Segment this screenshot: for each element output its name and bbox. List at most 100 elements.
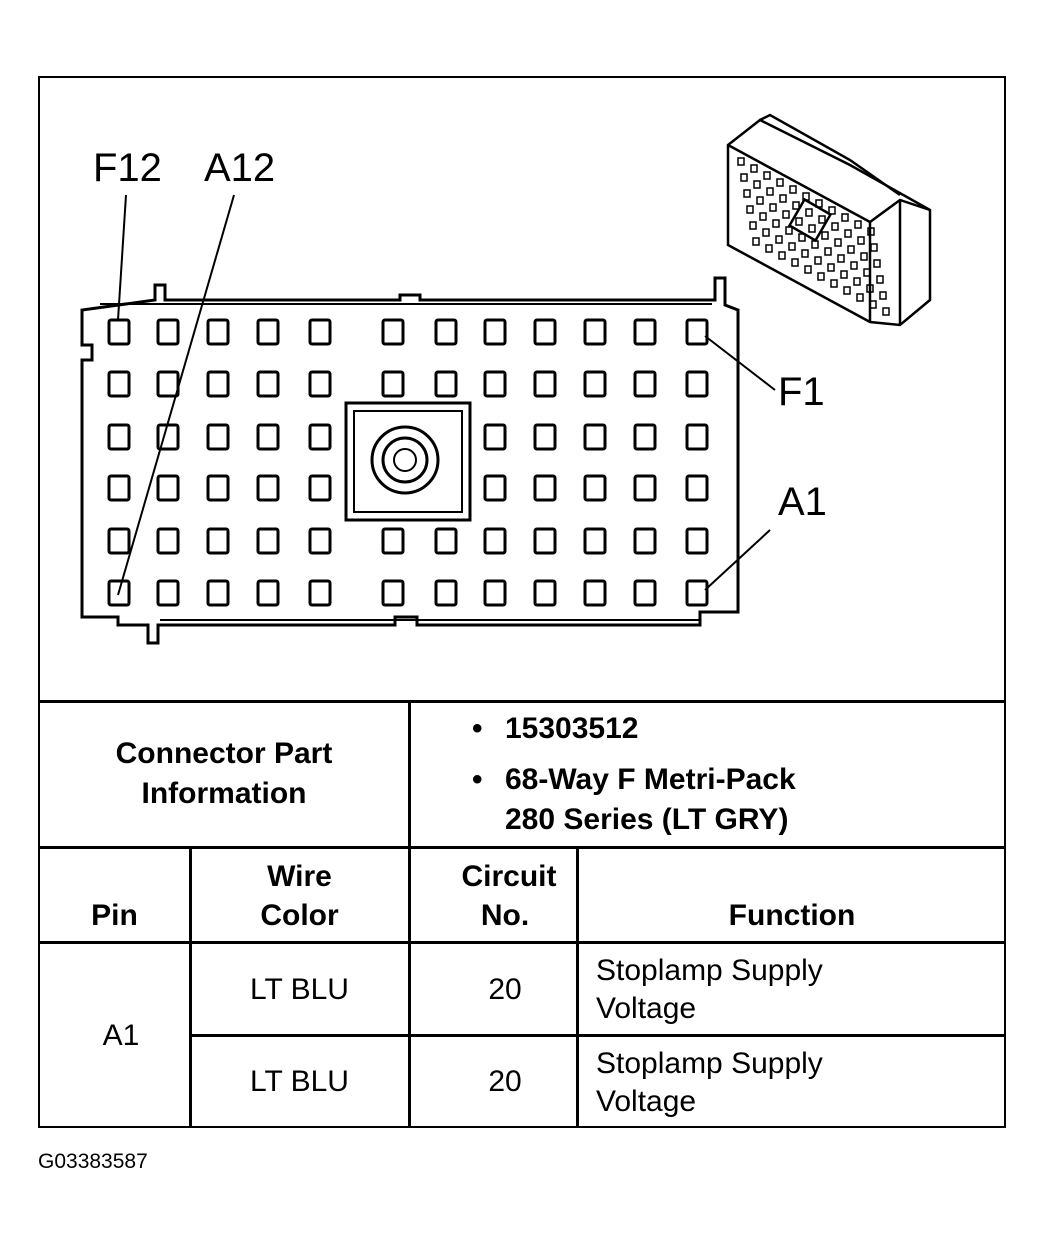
- column-header-circuit-line2: No.: [480, 899, 530, 932]
- center-bolt-housing: [344, 401, 472, 522]
- pin-cavity: [107, 423, 131, 451]
- iso-pin-hole: [752, 237, 760, 246]
- iso-pin-hole: [840, 270, 848, 279]
- label-a1: A1: [778, 480, 827, 524]
- iso-pin-hole: [854, 220, 862, 229]
- connector-info-header-line1: Connector Part: [115, 737, 333, 770]
- connector-face-view: [80, 194, 776, 645]
- pin-cavity: [308, 527, 332, 555]
- iso-pin-hole: [776, 178, 784, 187]
- iso-pin-hole: [853, 277, 861, 286]
- iso-pin-hole: [772, 219, 780, 228]
- pin-cavity: [107, 527, 131, 555]
- iso-pin-hole: [844, 229, 852, 238]
- pin-cavity: [308, 474, 332, 502]
- iso-pin-hole: [866, 284, 874, 293]
- iso-pin-hole: [750, 164, 758, 173]
- pin-cavity: [633, 474, 657, 502]
- pin-cavity: [633, 370, 657, 398]
- pin-cavity: [483, 318, 507, 346]
- pin-cavity: [206, 579, 230, 607]
- pin-cavity: [206, 527, 230, 555]
- pin-cavity: [308, 579, 332, 607]
- pin-cavity: [156, 527, 180, 555]
- pin-cavity: [583, 423, 607, 451]
- pin-cell-a1: A1: [102, 1019, 140, 1052]
- iso-pin-hole: [775, 235, 783, 244]
- pin-cavity: [583, 579, 607, 607]
- pin-cavity: [685, 370, 709, 398]
- iso-pin-hole: [804, 265, 812, 274]
- divider-info-col: [408, 700, 411, 848]
- bullet-2: •: [472, 763, 483, 796]
- iso-pin-hole: [857, 236, 865, 245]
- header-bottom-line: [38, 941, 1006, 944]
- iso-pin-hole: [870, 243, 878, 252]
- divider-diagram-table: [38, 700, 1006, 703]
- iso-pin-hole: [802, 192, 810, 201]
- iso-pin-hole: [843, 286, 851, 295]
- iso-pin-hole: [795, 217, 803, 226]
- iso-pin-hole: [778, 251, 786, 260]
- pin-cavity: [107, 474, 131, 502]
- pin-cavity: [206, 370, 230, 398]
- iso-pin-hole: [817, 272, 825, 281]
- col-divider-wire: [408, 846, 411, 1128]
- row1-wire-color: LT BLU: [250, 973, 349, 1006]
- connector-diagram: [80, 113, 932, 645]
- pin-cavity: [107, 370, 131, 398]
- pin-cavity: [685, 318, 709, 346]
- row-divider: [189, 1034, 1006, 1037]
- iso-pin-hole: [759, 212, 767, 221]
- pin-cavity: [381, 370, 405, 398]
- pin-cavity: [308, 370, 332, 398]
- pin-cavity: [685, 423, 709, 451]
- iso-pin-hole: [841, 213, 849, 222]
- iso-pin-hole: [882, 307, 890, 316]
- pin-cavity: [256, 579, 280, 607]
- iso-pin-hole: [788, 242, 796, 251]
- iso-pin-hole: [737, 157, 745, 166]
- iso-pin-hole: [831, 222, 839, 231]
- iso-pin-hole: [740, 173, 748, 182]
- connector-description-line1: 68-Way F Metri-Pack: [505, 763, 796, 796]
- iso-pin-hole: [766, 187, 774, 196]
- iso-pin-hole: [827, 263, 835, 272]
- pin-cavity: [256, 423, 280, 451]
- iso-pin-hole: [821, 231, 829, 240]
- column-header-pin: Pin: [91, 899, 138, 932]
- pin-cavity: [533, 318, 557, 346]
- pin-cavity: [256, 370, 280, 398]
- column-header-wire-line1: Wire: [267, 860, 332, 893]
- pin-cavity: [206, 423, 230, 451]
- leader-a1: [704, 529, 771, 591]
- divider-info-header: [38, 846, 1006, 849]
- pin-cavity: [434, 370, 458, 398]
- iso-pin-hole: [791, 258, 799, 267]
- row2-circuit: 20: [488, 1065, 522, 1098]
- pin-cavity: [107, 579, 131, 607]
- iso-pin-hole: [824, 247, 832, 256]
- pin-cavity: [381, 527, 405, 555]
- connector-isometric-view: [726, 113, 932, 327]
- row1-circuit: 20: [488, 973, 522, 1006]
- row1-function-line1: Stoplamp Supply: [596, 954, 823, 987]
- pin-cavity: [685, 527, 709, 555]
- diagram-frame: [38, 76, 1006, 1128]
- pin-cavity: [533, 370, 557, 398]
- pin-cavity: [434, 579, 458, 607]
- iso-pin-hole: [879, 291, 887, 300]
- iso-pin-hole: [801, 249, 809, 258]
- row1-function-line2: Voltage: [596, 992, 697, 1025]
- pin-cavity: [483, 474, 507, 502]
- pin-cavity: [483, 370, 507, 398]
- leader-f12: [117, 194, 127, 321]
- connector-info-header-line2: Information: [141, 777, 307, 810]
- pin-cavity: [256, 474, 280, 502]
- iso-pin-hole: [765, 244, 773, 253]
- pin-cavity: [685, 474, 709, 502]
- pin-cavity: [206, 474, 230, 502]
- pin-cavity: [583, 370, 607, 398]
- iso-pin-hole: [811, 240, 819, 249]
- iso-pin-hole: [769, 203, 777, 212]
